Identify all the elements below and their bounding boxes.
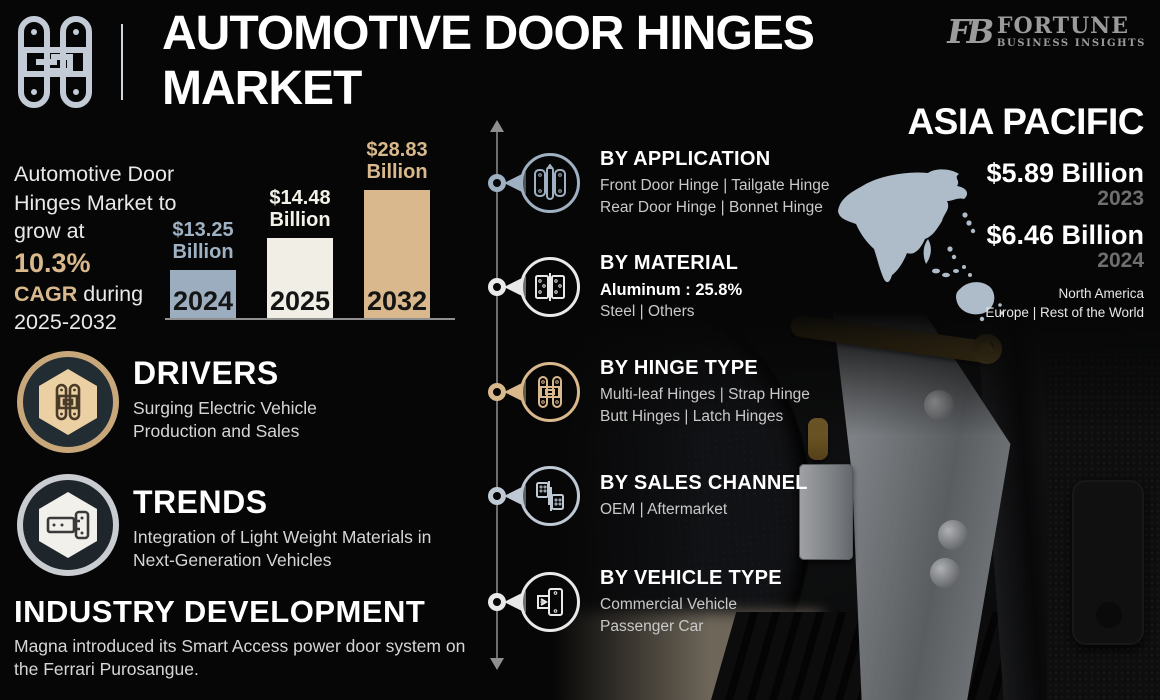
segment-by-sales-channel: BY SALES CHANNEL OEM | Aftermarket [480, 438, 930, 554]
bar: 2024 [170, 270, 236, 318]
latch-plate-icon [537, 588, 563, 616]
header-divider [121, 24, 123, 100]
region-title: ASIA PACIFIC [907, 101, 1144, 142]
fortune-business-insights-logo: FB FORTUNE BUSINESS INSIGHTS [943, 12, 1146, 51]
apac-2024-value: $6.46 Billion [986, 220, 1144, 250]
timeline-node [488, 174, 506, 192]
other-regions-line1: North America [1058, 286, 1144, 301]
market-growth-summary: Automotive Door Hinges Market to grow at… [14, 160, 199, 337]
leaf-hinge-icon [535, 273, 565, 301]
bar-year-label: 2032 [366, 286, 428, 316]
door-hinge-photo [552, 312, 1160, 700]
timeline-node [488, 278, 506, 296]
segment-by-material: BY MATERIAL Aluminum : 25.8% Steel | Oth… [480, 229, 930, 345]
brand-name: FORTUNE [996, 12, 1130, 39]
cagr-label: CAGR [14, 281, 78, 306]
bar: 2032 [364, 190, 430, 318]
asia-pacific-map [838, 169, 1004, 322]
segment-by-vehicle-type: BY VEHICLE TYPE Commercial Vehicle Passe… [480, 544, 930, 660]
fortune-logo-mark: FB [943, 12, 994, 51]
bar: 2025 [267, 238, 333, 318]
timeline-arrow-up-icon [490, 120, 504, 132]
timeline-node [488, 383, 506, 401]
drivers-title: DRIVERS [133, 355, 279, 391]
other-regions-line2: Europe | Rest of the World [985, 305, 1144, 320]
offset-hinge-icon [536, 481, 564, 511]
timeline-node [488, 487, 506, 505]
industry-development-text: Magna introduced its Smart Access power … [14, 636, 466, 679]
apac-2023-value: $5.89 Billion [986, 158, 1144, 188]
industry-development-title: INDUSTRY DEVELOPMENT [14, 594, 426, 629]
bar-year-label: 2025 [269, 286, 331, 316]
drivers-text: Surging Electric Vehicle Production and … [133, 398, 317, 441]
forecast-range: 2025-2032 [14, 310, 117, 334]
timeline-node [488, 593, 506, 611]
trends-title: TRENDS [133, 484, 268, 520]
bar-year-label: 2024 [172, 286, 234, 316]
drivers-badge-icon [17, 351, 119, 453]
apac-2023-year: 2023 [1097, 187, 1144, 210]
timeline-arrow-down-icon [490, 658, 504, 670]
segment-by-hinge-type: BY HINGE TYPE Multi-leaf Hinges | Strap … [480, 334, 930, 450]
cagr-value: 10.3% [14, 247, 91, 278]
trends-text: Integration of Light Weight Materials in… [133, 527, 432, 570]
segment-by-application: BY APPLICATION Front Door Hinge | Tailga… [480, 125, 930, 241]
brand-tagline: BUSINESS INSIGHTS [996, 37, 1146, 49]
concealed-hinge-icon [538, 376, 562, 408]
material-share: Aluminum : 25.8% [600, 280, 743, 299]
trends-badge-icon [17, 474, 119, 576]
butt-hinge-icon [534, 164, 566, 200]
apac-2024-year: 2024 [1097, 249, 1144, 272]
hinge-logo-icon [18, 16, 92, 108]
